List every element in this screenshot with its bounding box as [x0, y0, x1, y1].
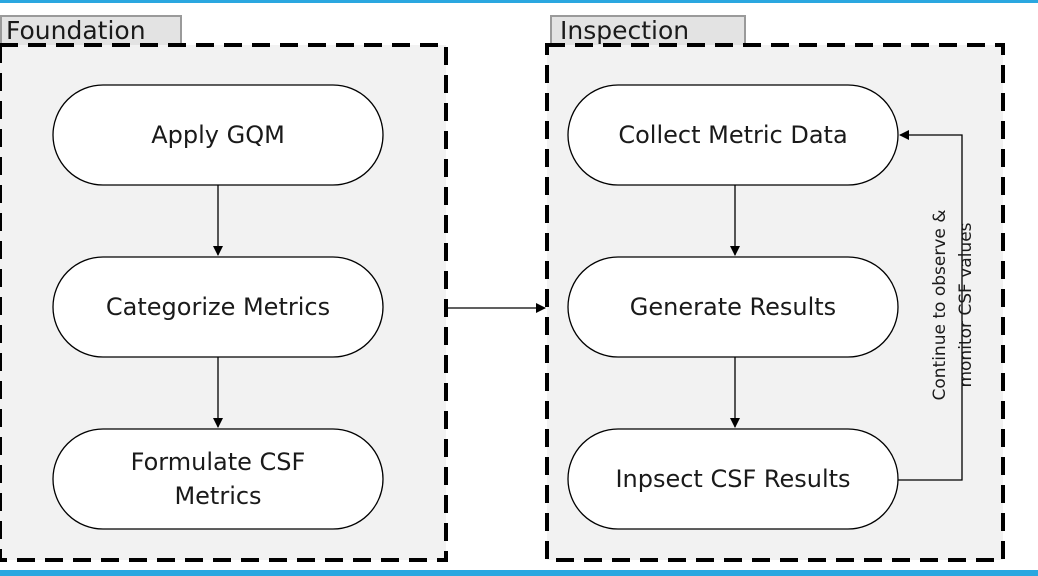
inspection-panel-title: Inspection — [550, 15, 746, 45]
node-formulate-csf-metrics — [52, 428, 384, 530]
arrow-feedback-loop — [898, 130, 963, 481]
bottom-frame-border — [0, 570, 1038, 576]
node-collect-metric-data — [567, 84, 899, 186]
top-frame-border — [0, 0, 1038, 3]
node-categorize-metrics — [52, 256, 384, 358]
node-apply-gqm — [52, 84, 384, 186]
node-generate-results — [567, 256, 899, 358]
node-inspect-csf-results — [567, 428, 899, 530]
foundation-panel-title: Foundation — [0, 15, 182, 45]
